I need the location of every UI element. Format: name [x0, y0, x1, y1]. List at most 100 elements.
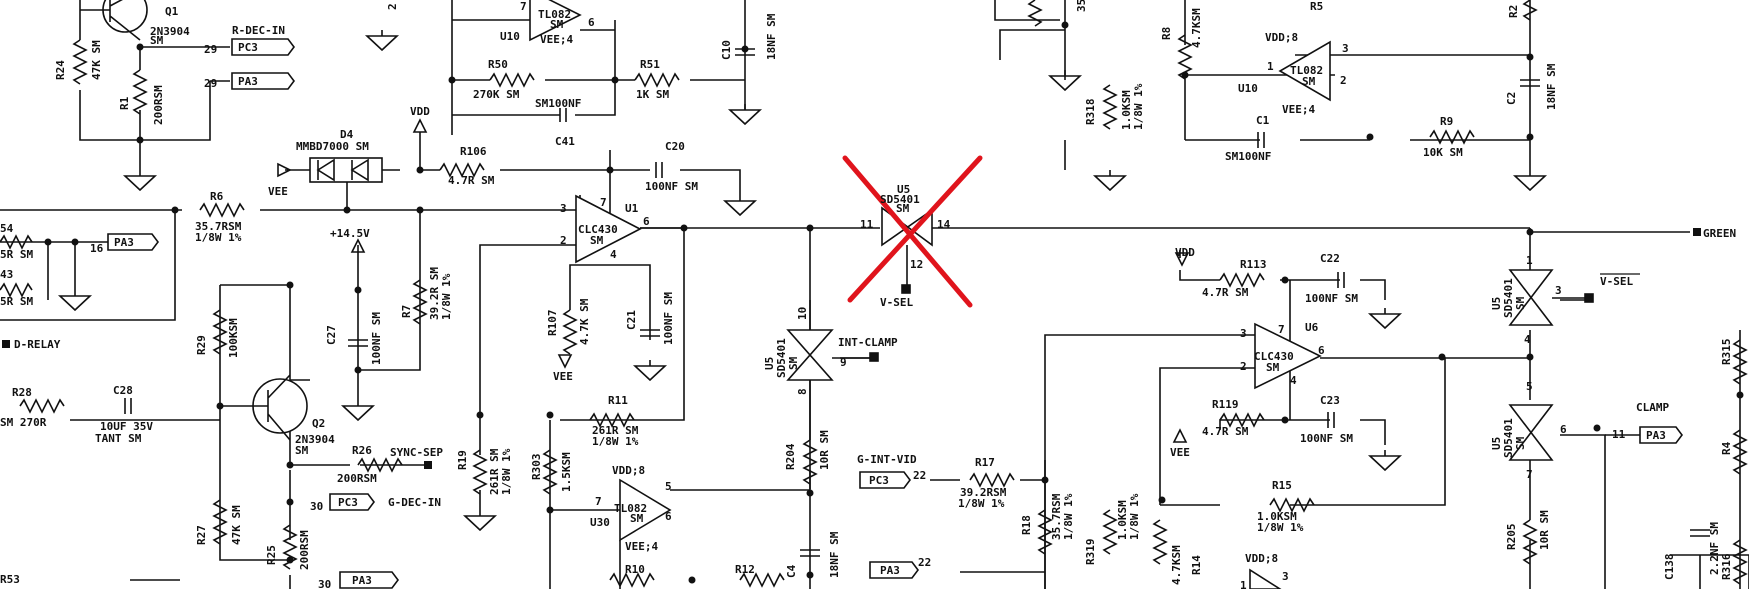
label-u10b-vdd: VDD;8 [1265, 31, 1298, 44]
pin-sw2-10: 10 [796, 307, 809, 320]
resistor-r205 [1522, 519, 1538, 565]
label-u6-part: CLC430 [1254, 350, 1294, 363]
label-r51-val: 1K SM [636, 88, 669, 101]
pin-u1-6: 6 [643, 215, 650, 228]
resistor-r119 [1219, 412, 1265, 428]
pin-sw3-1: 1 [1526, 254, 1533, 267]
label-u10a-sm: SM [550, 18, 564, 31]
cap-c138 [1690, 529, 1710, 537]
resistor-r14 [1152, 519, 1168, 565]
label-r11-val: 261R SM [592, 424, 639, 437]
label-u5-sw3: U5 [1490, 297, 1503, 310]
cap-c22 [1337, 272, 1345, 288]
label-c1: C1 [1256, 114, 1270, 127]
resistor-r11 [589, 412, 635, 428]
label-r53: R53 [0, 573, 20, 586]
label-r316: R316 [1720, 553, 1733, 580]
tag-pa3-bottom-mid: PA3 [880, 564, 900, 577]
label-c28-val2: TANT SM [95, 432, 142, 445]
cap-c2 [1520, 79, 1540, 87]
resistor-r25 [282, 524, 298, 570]
label-c138: C138 [1663, 554, 1676, 581]
label-r9: R9 [1440, 115, 1453, 128]
label-r19-val: 261R SM [488, 448, 501, 495]
cap-c10 [735, 48, 755, 56]
label-r50-val: 270K SM [473, 88, 520, 101]
resistor-r106 [439, 162, 485, 178]
tag-pc3-bottom: PC3 [338, 496, 358, 509]
pin-u-bottom-3: 3 [1282, 570, 1289, 583]
resistor-r318 [1102, 84, 1118, 130]
switch-u5-clamp [1508, 404, 1554, 461]
label-r29-val: 100KSM [227, 318, 240, 358]
label-u10a-vee: VEE;4 [540, 33, 573, 46]
pin-u6-7: 7 [1278, 323, 1285, 336]
net-d-relay: D-RELAY [14, 338, 61, 351]
net-vee-2: VEE [553, 370, 573, 383]
resistor-r9 [1429, 129, 1475, 145]
switch-u5-intclamp [786, 329, 879, 381]
label-u5-sw3-sm: SM [1514, 296, 1527, 310]
label-r28-val: SM 270R [0, 416, 47, 429]
label-r319: R319 [1084, 539, 1097, 566]
pin-sw-14: 14 [937, 218, 951, 231]
pin-sw4-6: 6 [1560, 423, 1567, 436]
tag-pc3-top: PC3 [238, 41, 258, 54]
pin-22a: 22 [913, 469, 926, 482]
label-u10b-part: TL082 [1290, 64, 1323, 77]
resistor-r15 [1269, 497, 1315, 513]
opamp-u10a [529, 0, 582, 42]
label-r18-val: 35.7RSM [1050, 493, 1063, 540]
net-vee-1: VEE [268, 185, 288, 198]
label-d4: D4 [340, 128, 354, 141]
label-r106: R106 [460, 145, 487, 158]
label-r113: R113 [1240, 258, 1267, 271]
pin-29: 29 [204, 43, 217, 56]
opamp-u10b [1278, 40, 1331, 102]
label-r50: R50 [488, 58, 508, 71]
label-r25-val: 200RSM [298, 530, 311, 570]
label-u5-sw2: U5 [763, 357, 776, 370]
opamp-u6 [1254, 322, 1322, 390]
test-points [2, 228, 1701, 469]
label-u10b-vee: VEE;4 [1282, 103, 1315, 116]
label-r319-val2: 1/8W 1% [1128, 493, 1141, 540]
tag-pa3-top: PA3 [238, 75, 258, 88]
label-r19-val2: 1/8W 1% [500, 448, 513, 495]
pin-u1-3: 3 [560, 202, 567, 215]
label-r11: R11 [608, 394, 628, 407]
label-c41-val: SM100NF [535, 97, 581, 110]
label-q1-part: 2N3904 [150, 25, 190, 38]
net-g-int-vid: G-INT-VID [857, 453, 917, 466]
label-r26-val: 200RSM [337, 472, 377, 485]
net-vee-3: VEE [1170, 446, 1190, 459]
diode-d4 [309, 157, 383, 183]
pin-30b: 30 [318, 578, 331, 589]
pin-11: 11 [1612, 428, 1626, 441]
resistor-r26 [357, 457, 403, 473]
label-c27-val: 100NF SM [370, 312, 383, 365]
resistor-r6 [199, 202, 245, 218]
label-q2-part: 2N3904 [295, 433, 335, 446]
label-u5-sw2-part: SD5401 [775, 338, 788, 378]
label-r51: R51 [640, 58, 660, 71]
label-u30: U30 [590, 516, 610, 529]
cap-c1 [1257, 132, 1265, 148]
pin-u10b-2: 2 [1340, 74, 1347, 87]
label-r24: R24 [54, 60, 67, 80]
label-r19: R19 [456, 450, 469, 470]
label-r1-val: 200RSM [152, 85, 165, 125]
resistor-r316 [1732, 539, 1748, 585]
label-r15: R15 [1272, 479, 1292, 492]
label-u30-sm: SM [630, 512, 644, 525]
label-c23: C23 [1320, 394, 1340, 407]
label-u6: U6 [1305, 321, 1319, 334]
label-u-bottom-vdd: VDD;8 [1245, 552, 1278, 565]
opamp-u-bottom [1249, 568, 1282, 589]
resistor-r29 [212, 309, 228, 355]
label-c2-val: 18NF SM [1545, 63, 1558, 110]
net-14v: +14.5V [330, 227, 370, 240]
label-c28: C28 [113, 384, 133, 397]
resistor-r107 [562, 309, 578, 355]
label-r204: R204 [784, 443, 797, 470]
